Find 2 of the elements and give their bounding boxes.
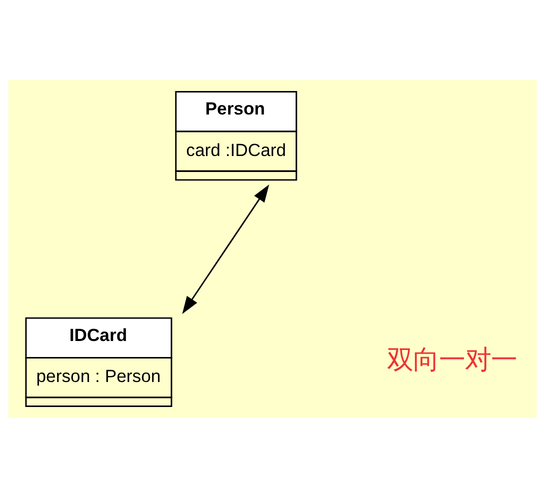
arrow (182, 184, 270, 314)
label: 双向一对一 (387, 344, 518, 375)
